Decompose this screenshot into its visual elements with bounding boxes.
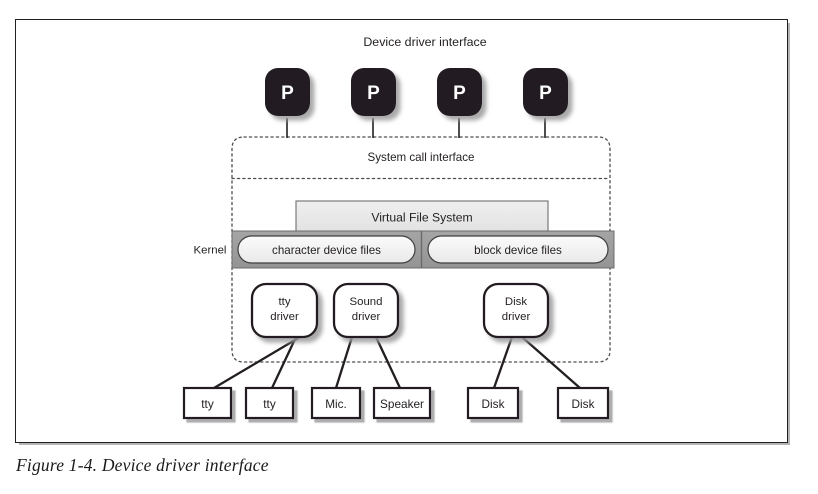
- device-node-label: Speaker: [380, 397, 424, 411]
- device-node-speaker[interactable]: Speaker: [372, 386, 432, 420]
- block-device-files-pill[interactable]: block device files: [427, 235, 609, 264]
- process-node-4[interactable]: P: [523, 68, 568, 116]
- device-node-tty-2[interactable]: tty: [244, 386, 295, 420]
- device-node-label: Mic.: [325, 397, 347, 411]
- system-call-interface-label: System call interface: [368, 151, 475, 164]
- connector-sound-driver-speaker: [374, 335, 402, 390]
- process-node-1[interactable]: P: [265, 68, 310, 116]
- block-device-files-label: block device files: [474, 244, 562, 257]
- connector-tty-driver-tty-2: [270, 335, 298, 390]
- process-node-label: P: [281, 83, 294, 104]
- diagram-title: Device driver interface: [363, 35, 486, 49]
- device-node-label: tty: [201, 397, 214, 411]
- device-node-tty-1[interactable]: tty: [182, 386, 233, 420]
- connector-tty-driver-tty-1: [212, 335, 302, 390]
- process-node-3[interactable]: P: [437, 68, 482, 116]
- process-connectors: [286, 118, 546, 138]
- connector-disk-driver-disk-2: [520, 335, 582, 390]
- device-nodes: tty tty Mic. Speaker Disk Disk: [182, 386, 610, 420]
- kernel-label: Kernel: [194, 245, 227, 257]
- virtual-file-system-block[interactable]: Virtual File System: [295, 200, 549, 233]
- driver-device-connectors: [212, 335, 582, 390]
- process-node-label: P: [367, 83, 380, 104]
- tty-driver-label-line1: tty: [278, 296, 290, 308]
- sound-driver-node[interactable]: Sound driver: [332, 282, 400, 339]
- disk-driver-label-line1: Disk: [505, 296, 527, 308]
- kernel-dotted-boundary: [231, 136, 611, 363]
- device-node-disk-1[interactable]: Disk: [466, 386, 520, 420]
- device-node-mic[interactable]: Mic.: [310, 386, 362, 420]
- device-node-label: Disk: [572, 397, 595, 411]
- sound-driver-label-line2: driver: [352, 311, 381, 323]
- figure-caption: Figure 1-4. Device driver interface: [16, 455, 269, 475]
- virtual-file-system-label: Virtual File System: [371, 211, 472, 225]
- process-node-label: P: [539, 83, 552, 104]
- system-call-envelope: [231, 136, 611, 363]
- character-device-files-label: character device files: [272, 244, 381, 257]
- device-node-label: tty: [263, 397, 276, 411]
- character-device-files-pill[interactable]: character device files: [237, 235, 416, 264]
- disk-driver-label-line2: driver: [502, 311, 531, 323]
- connector-disk-driver-disk-1: [492, 335, 514, 390]
- device-node-label: Disk: [482, 397, 505, 411]
- process-node-2[interactable]: P: [351, 68, 396, 116]
- disk-driver-node[interactable]: Disk driver: [482, 282, 550, 339]
- driver-nodes: tty driver Sound driver Disk driver: [250, 282, 550, 339]
- process-node-label: P: [453, 83, 466, 104]
- sound-driver-label-line1: Sound: [350, 296, 383, 308]
- connector-sound-driver-mic: [334, 335, 354, 390]
- tty-driver-label-line2: driver: [270, 311, 299, 323]
- device-node-disk-2[interactable]: Disk: [556, 386, 610, 420]
- tty-driver-node[interactable]: tty driver: [250, 282, 319, 339]
- process-nodes: P P P P: [265, 68, 568, 116]
